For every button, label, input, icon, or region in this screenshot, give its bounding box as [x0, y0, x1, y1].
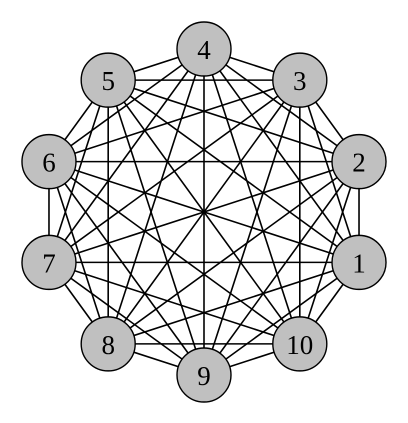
- node-circle-4: [176, 21, 232, 77]
- node-label-7: 7: [42, 248, 56, 278]
- edge-5-7: [48, 79, 109, 263]
- node-circle-7: [21, 234, 77, 291]
- edge-4-8: [107, 48, 205, 345]
- node-label-2: 2: [352, 148, 366, 178]
- node-circle-10: [272, 316, 328, 372]
- edge-3-9: [203, 79, 301, 376]
- node-label-3: 3: [293, 66, 307, 96]
- node-label-9: 9: [197, 361, 211, 391]
- node-circle-5: [80, 52, 136, 108]
- edge-6-9: [48, 161, 205, 376]
- node-3: 3: [272, 52, 328, 108]
- node-label-4: 4: [197, 35, 211, 65]
- edge-1-4: [203, 48, 360, 263]
- node-label-6: 6: [42, 148, 56, 178]
- node-circle-9: [176, 347, 232, 403]
- node-label-5: 5: [101, 66, 115, 96]
- node-label-8: 8: [101, 330, 115, 360]
- node-circle-8: [80, 316, 136, 372]
- node-circle-3: [272, 52, 328, 108]
- node-1: 1: [331, 234, 387, 291]
- edge-7-9: [48, 261, 205, 376]
- edges-layer: [48, 48, 360, 376]
- node-9: 9: [176, 347, 232, 403]
- edge-2-9: [203, 161, 360, 376]
- nodes-layer: 1 2 3 4 5 6 7 8 9 10: [21, 21, 387, 403]
- edge-2-5: [107, 79, 360, 163]
- edge-4-10: [203, 48, 301, 345]
- node-8: 8: [80, 316, 136, 372]
- node-6: 6: [21, 133, 77, 190]
- edge-5-10: [107, 79, 301, 345]
- node-2: 2: [331, 133, 387, 190]
- edge-4-7: [48, 48, 205, 263]
- edge-5-9: [107, 79, 205, 376]
- node-circle-6: [21, 133, 77, 190]
- edge-7-10: [48, 261, 301, 345]
- node-label-10: 10: [286, 330, 313, 360]
- node-10: 10: [272, 316, 328, 372]
- edge-6-8: [48, 161, 109, 345]
- node-7: 7: [21, 234, 77, 291]
- node-5: 5: [80, 52, 136, 108]
- node-4: 4: [176, 21, 232, 77]
- node-label-1: 1: [352, 248, 366, 278]
- node-circle-1: [331, 234, 387, 291]
- edge-2-10: [299, 161, 360, 345]
- edge-6-10: [48, 160, 301, 345]
- edge-1-8: [107, 261, 360, 345]
- node-circle-2: [331, 133, 387, 190]
- edge-3-6: [48, 79, 301, 163]
